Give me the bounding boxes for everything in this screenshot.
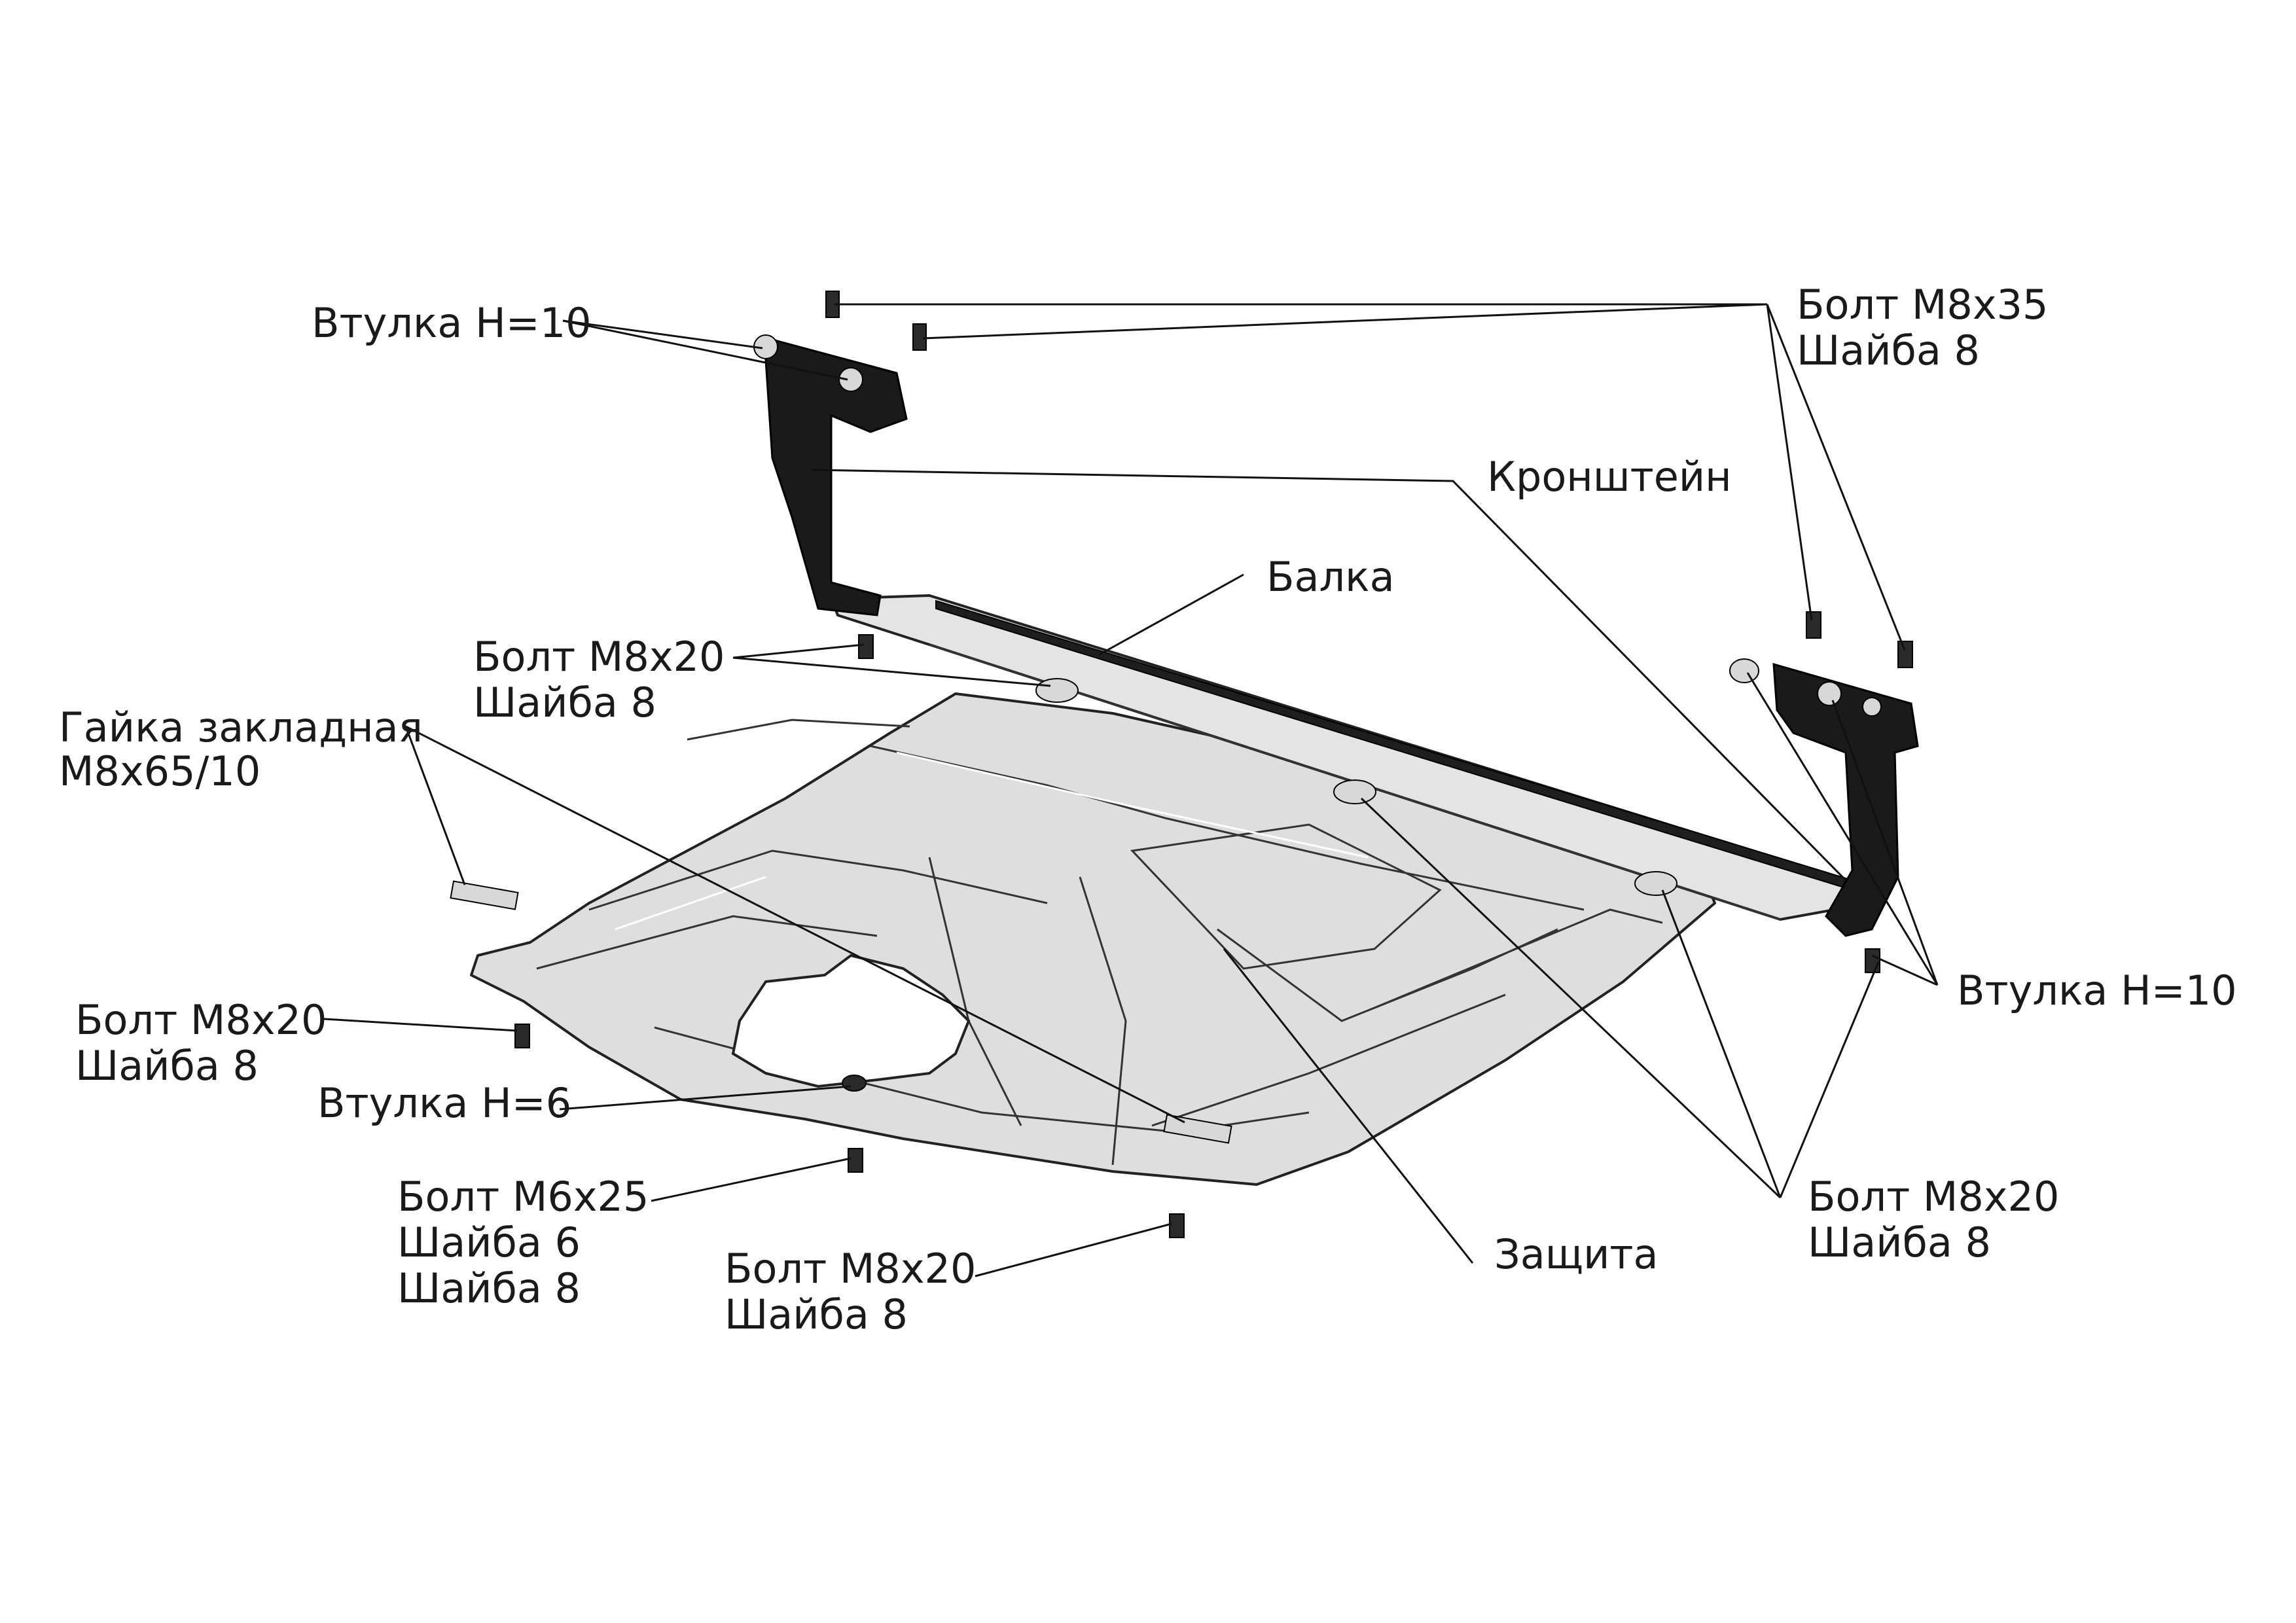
label-bolt-m8x20-a: Болт М8х20 — [473, 633, 725, 681]
bracket-left — [753, 334, 908, 616]
bracket-right — [1729, 658, 1919, 937]
label-bushing-h6: Втулка Н=6 — [317, 1079, 571, 1127]
label-bushing-h10-top: Втулка Н=10 — [312, 299, 592, 347]
labels: Втулка Н=10 Болт М8х35 Шайба 8 Кронштейн… — [59, 281, 2237, 1338]
label-nut-size: М8х65/10 — [59, 747, 260, 795]
label-nut-embedded: Гайка закладная — [59, 704, 423, 751]
beam — [829, 594, 1861, 921]
label-bolt-m8x35: Болт М8х35 — [1797, 281, 2048, 329]
label-bolt-m6x25: Болт М6х25 — [397, 1173, 649, 1221]
label-washer6: Шайба 6 — [397, 1219, 581, 1266]
leader-lines — [323, 303, 1939, 1277]
skid-plate — [470, 692, 1716, 1186]
label-washer8-f: Шайба 8 — [1808, 1219, 1991, 1266]
label-bolt-m8x20-c: Болт М8х20 — [725, 1245, 976, 1293]
embedded-nut-center — [1163, 1114, 1232, 1144]
label-bolt-m8x20-b: Болт М8х20 — [75, 996, 327, 1044]
label-guard: Защита — [1494, 1230, 1659, 1278]
label-washer8-c: Шайба 8 — [75, 1042, 259, 1090]
label-washer8-a: Шайба 8 — [1797, 327, 1980, 374]
bolts — [514, 291, 1913, 1238]
label-bracket: Кронштейн — [1487, 453, 1732, 501]
label-washer8-e: Шайба 8 — [725, 1291, 908, 1338]
label-beam: Балка — [1266, 553, 1395, 601]
label-washer8-b: Шайба 8 — [473, 679, 656, 726]
label-washer8-d: Шайба 8 — [397, 1264, 581, 1312]
label-bolt-m8x20-d: Болт М8х20 — [1808, 1173, 2059, 1221]
label-bushing-h10-right: Втулка Н=10 — [1957, 967, 2237, 1014]
embedded-nut-left — [450, 880, 519, 910]
